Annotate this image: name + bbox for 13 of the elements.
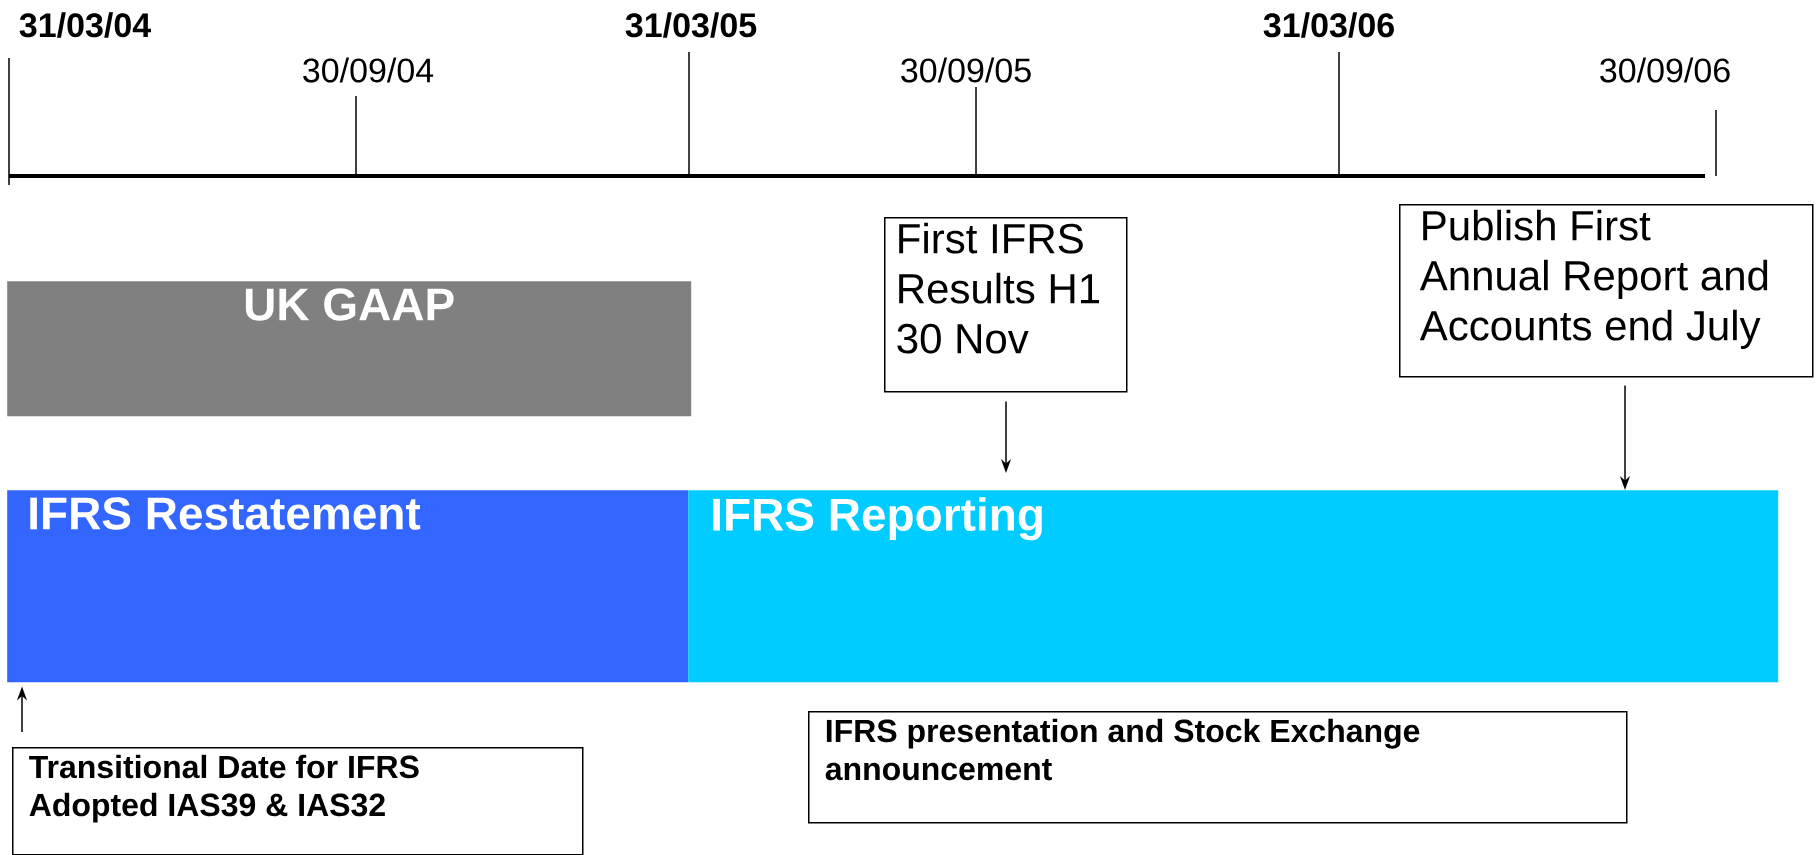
date-label: 31/03/04 bbox=[19, 12, 151, 38]
timeline-band: UK GAAP bbox=[7, 281, 692, 417]
date-label: 30/09/04 bbox=[303, 57, 434, 83]
date-label: 31/03/05 bbox=[625, 12, 757, 38]
callout-box: Publish First Annual Report and Accounts end July bbox=[1399, 204, 1814, 378]
date-label: 31/03/06 bbox=[1263, 12, 1394, 38]
callout-box: First IFRS Results H1 30 Nov bbox=[884, 217, 1128, 393]
date-label: 30/09/06 bbox=[1600, 57, 1730, 83]
timeline-band: IFRS Reporting bbox=[688, 490, 1779, 683]
timeline-band: IFRS Restatement bbox=[7, 490, 689, 683]
callout-box: IFRS presentation and Stock Exchange announcement bbox=[808, 711, 1628, 824]
date-label: 30/09/05 bbox=[901, 57, 1031, 83]
callout-box: Transitional Date for IFRS Adopted IAS39 & IAS32 bbox=[12, 747, 584, 855]
